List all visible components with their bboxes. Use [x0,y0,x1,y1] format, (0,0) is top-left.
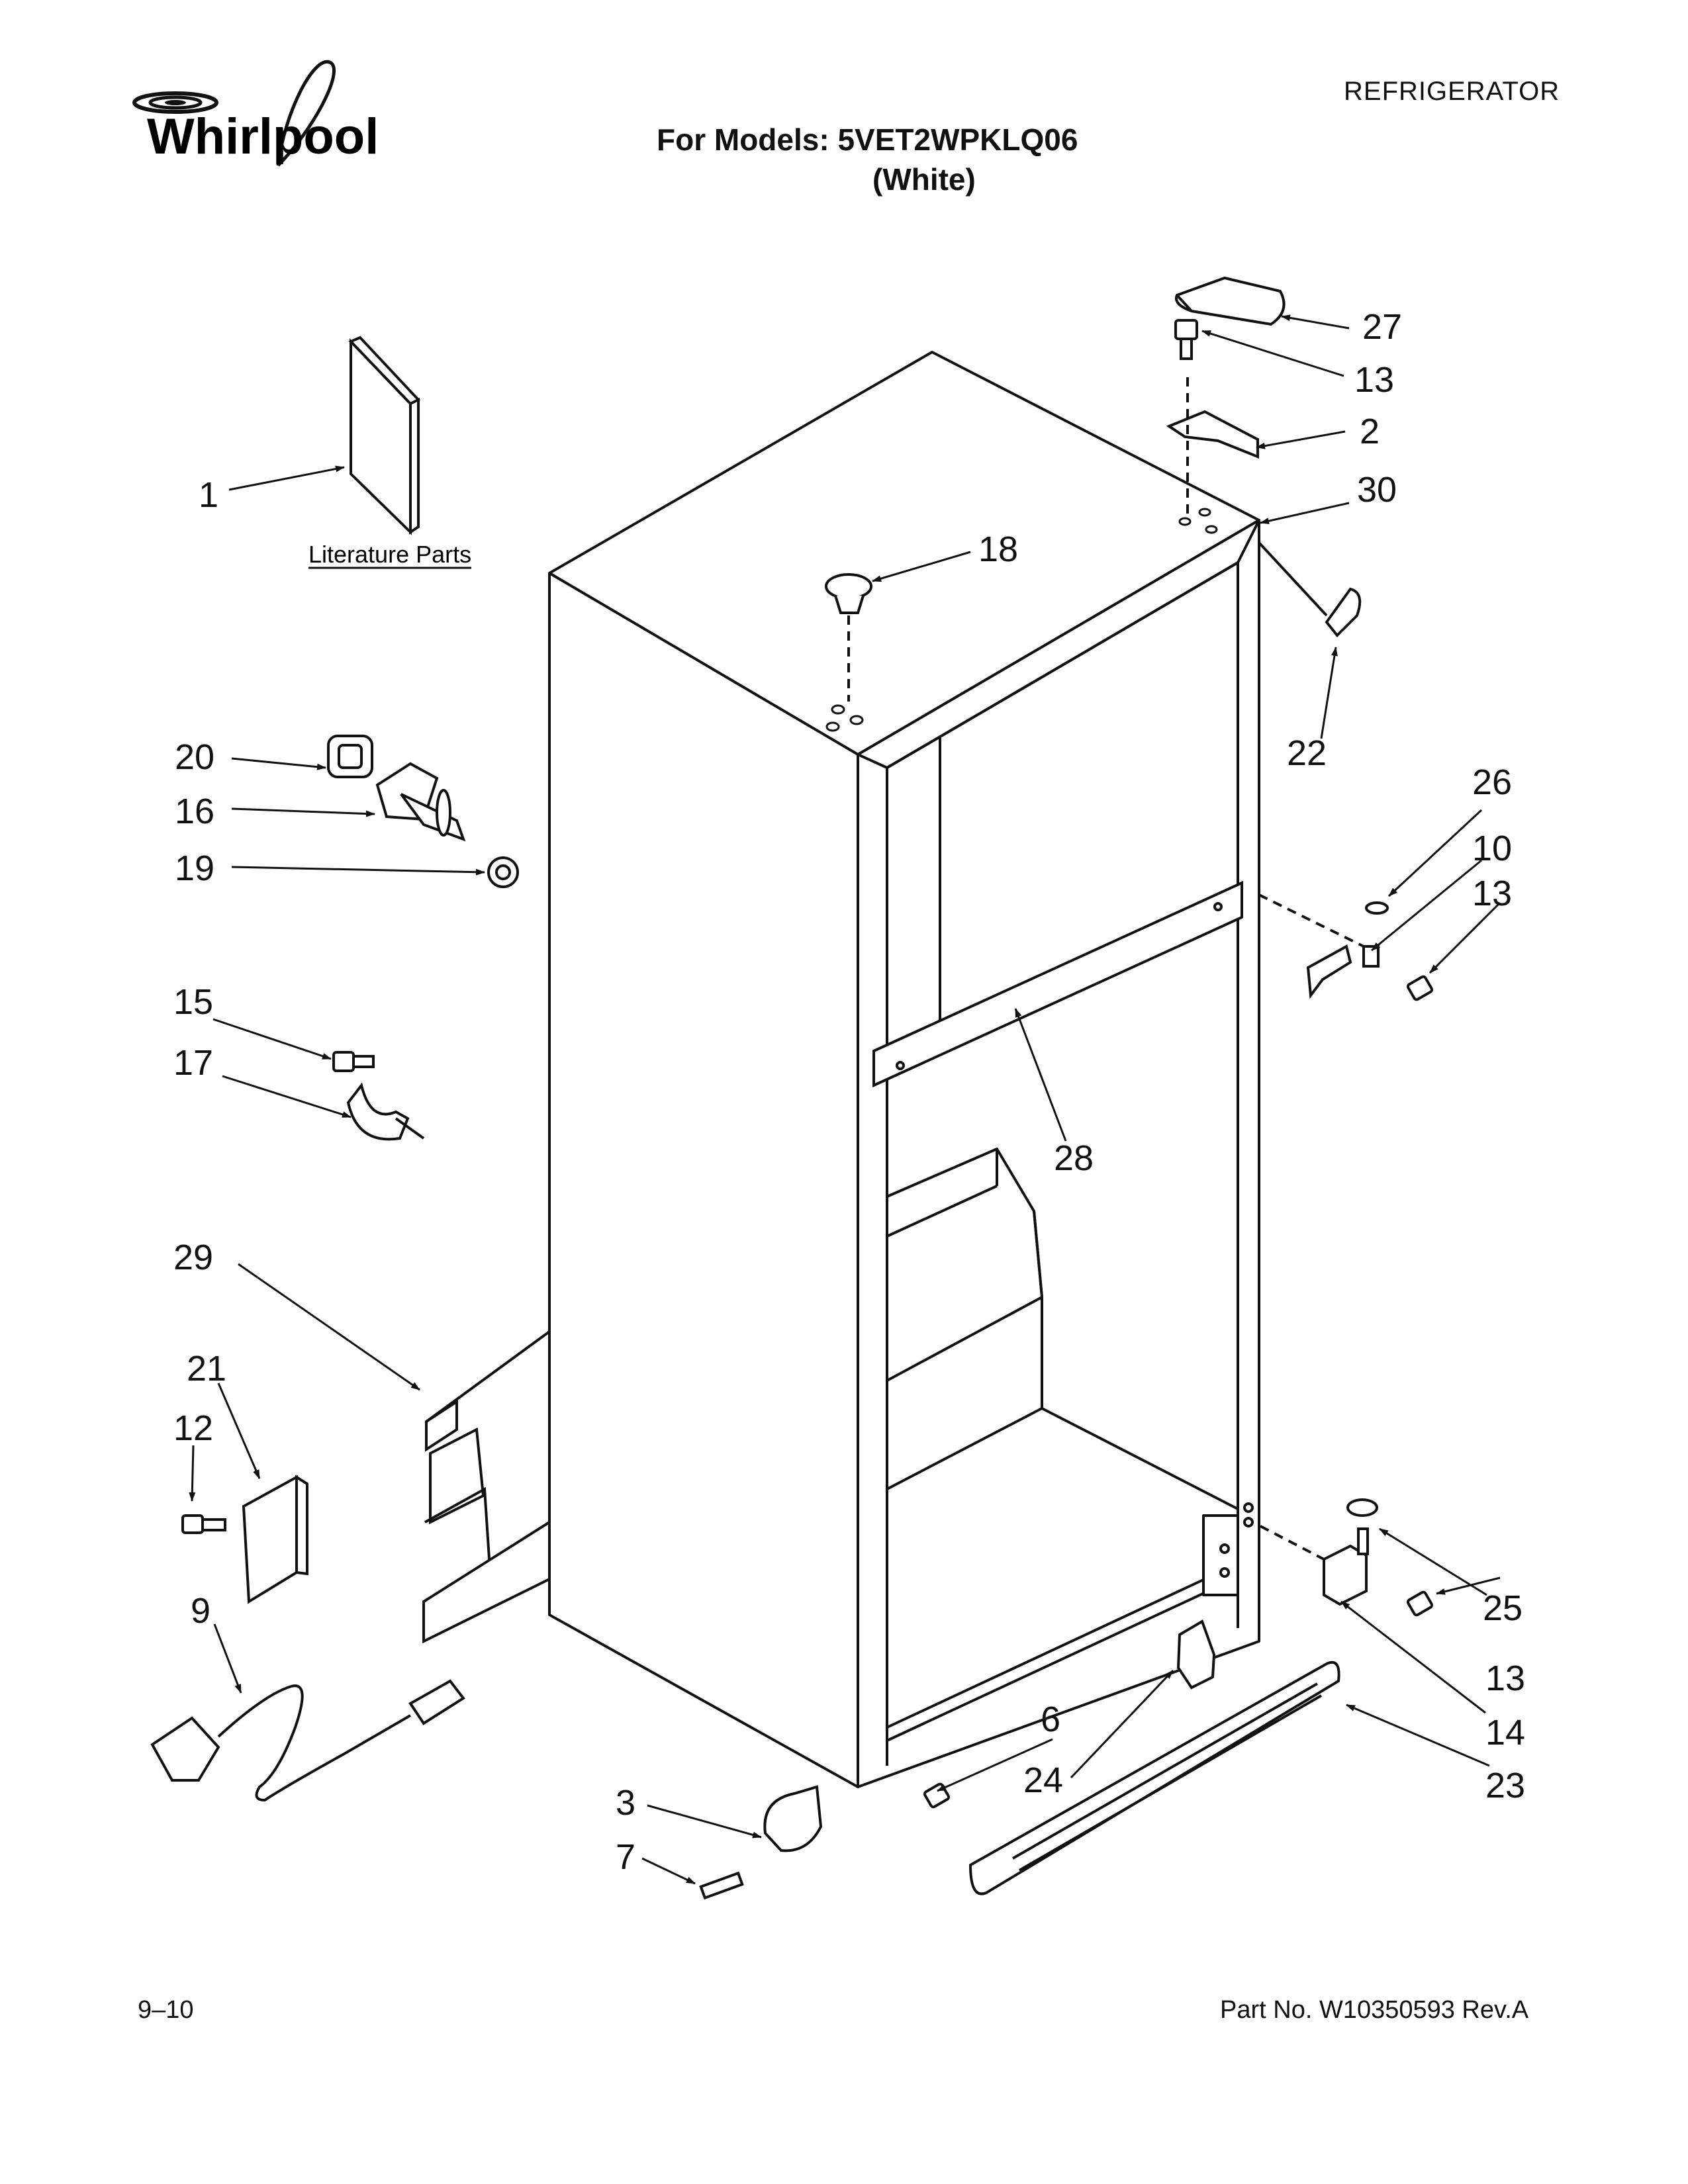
callout-1: 1 [199,475,218,515]
callout-19: 19 [175,848,214,888]
callout-23: 23 [1485,1766,1525,1805]
rear-access-cover [422,1330,551,1644]
grille-clip-part [1176,1619,1216,1690]
color-subtitle: (White) [872,162,976,197]
top-plug-part [825,573,872,702]
callout-9: 9 [191,1591,211,1631]
door-stop-parts [699,1785,823,1900]
callout-25: 25 [1483,1588,1523,1628]
whirlpool-logo: Whirlpool [132,60,379,167]
refrigerator-cabinet [548,351,1260,1788]
hinge-cover-part [1175,276,1286,326]
callout-20: 20 [175,737,214,777]
callout-30: 30 [1357,470,1397,510]
hinge-screws [923,319,1434,1809]
callout-6: 6 [1041,1700,1060,1739]
top-hinge-part [1166,377,1259,516]
category-label: REFRIGERATOR [1344,77,1560,106]
callout-22: 22 [1287,733,1327,773]
page-code: 9–10 [138,1996,194,2024]
center-hinge-part [1258,893,1389,999]
callout-21: 21 [187,1349,226,1388]
callout-13-bottom: 13 [1485,1659,1525,1698]
callout-leaders [189,314,1501,1885]
callout-24: 24 [1023,1760,1063,1800]
callout-16: 16 [175,792,214,831]
callout-10: 10 [1472,829,1512,868]
callout-3: 3 [616,1783,635,1823]
callout-29: 29 [173,1238,213,1277]
drain-parts [327,735,519,888]
callout-2: 2 [1360,412,1380,451]
clamp-parts [332,1051,425,1141]
callout-numbers: 1 2 27 13 30 18 22 20 16 19 26 10 13 15 … [173,307,1525,1877]
models-title: For Models: 5VET2WPKLQ06 [657,122,1078,157]
callout-13-top: 13 [1354,360,1394,400]
callout-28: 28 [1054,1138,1094,1178]
callout-17: 17 [173,1043,213,1083]
part-number: Part No. W10350593 Rev.A [1220,1996,1529,2024]
callout-27: 27 [1362,307,1402,347]
divider-rail [872,880,1243,1088]
literature-booklet [348,336,421,535]
callout-14: 14 [1485,1713,1525,1752]
hinge-cap-part [1258,541,1362,637]
brand-wordmark: Whirlpool [147,109,379,165]
callout-26: 26 [1472,762,1512,802]
base-grille-part [968,1661,1340,1895]
callout-18: 18 [978,529,1018,569]
callout-15: 15 [173,982,213,1022]
cover-bracket-parts [181,1475,308,1604]
callout-12: 12 [173,1408,213,1448]
bottom-hinge-part [1260,1498,1378,1606]
power-cord-part [150,1679,465,1802]
callout-7: 7 [616,1837,635,1877]
literature-parts-label: Literature Parts [308,541,471,568]
top-mounting-holes [825,508,1218,732]
callout-13-mid: 13 [1472,874,1512,913]
